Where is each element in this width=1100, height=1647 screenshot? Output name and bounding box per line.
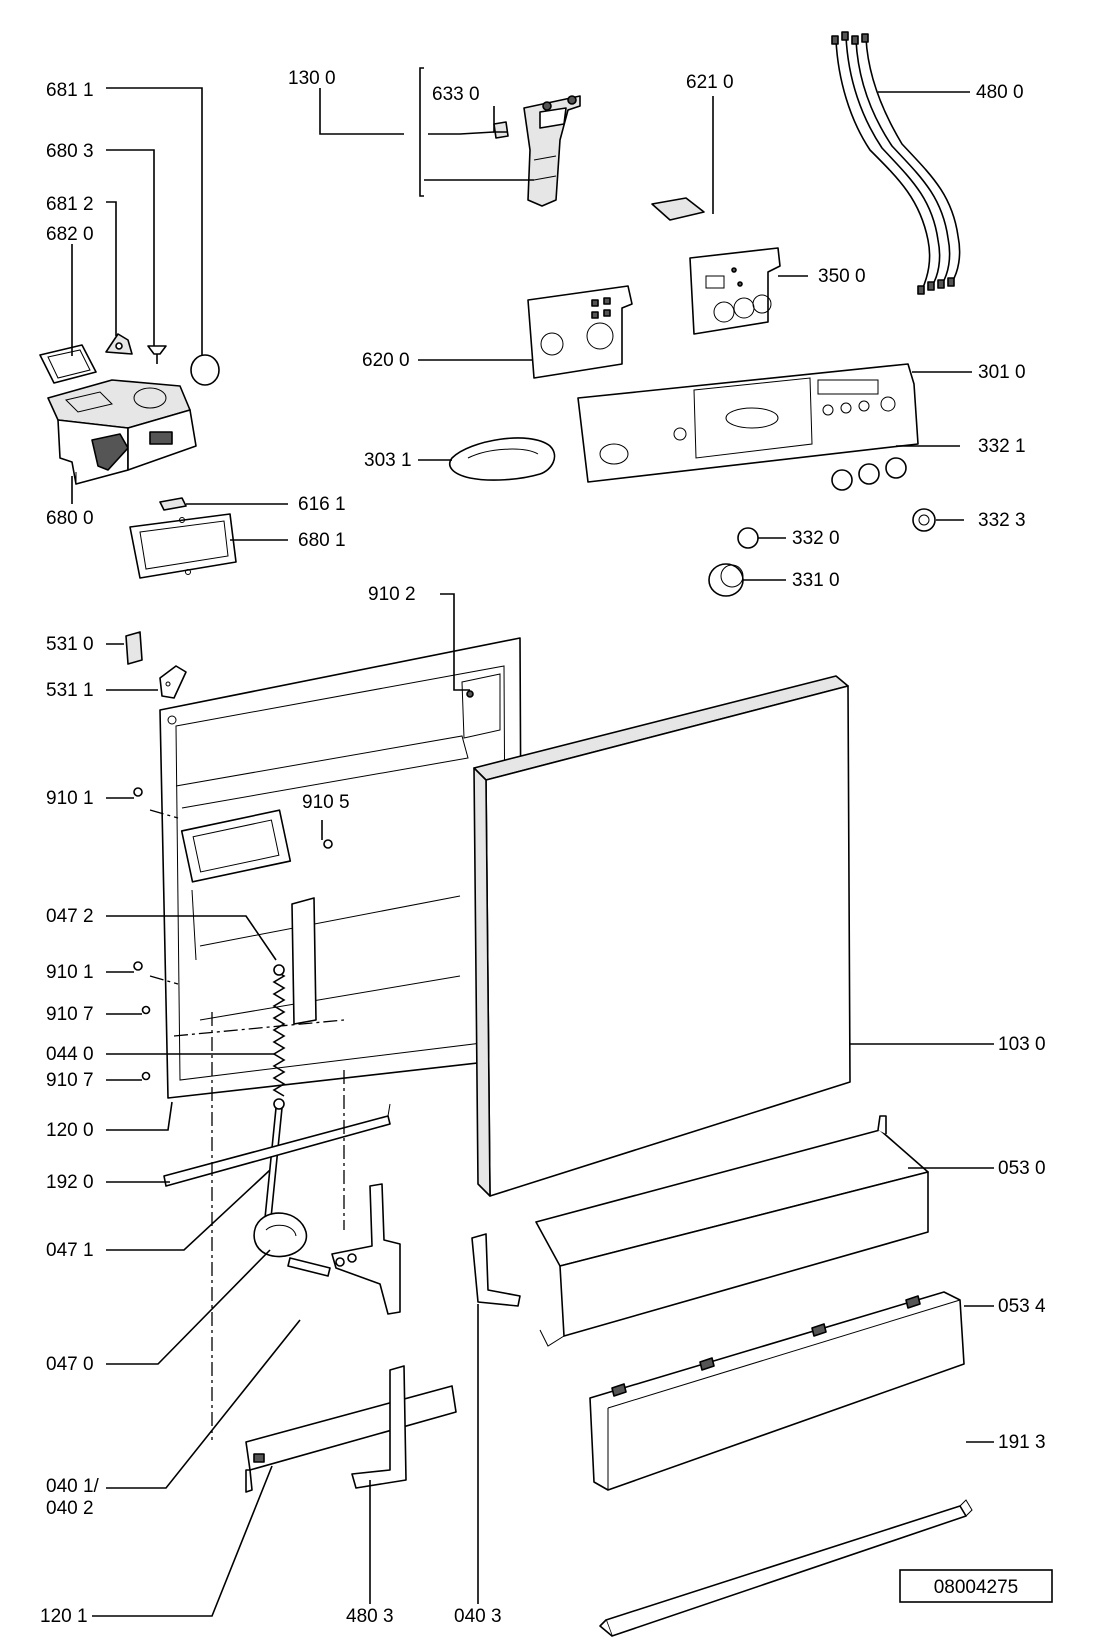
label-531-1: 531 1 [46,680,94,701]
part-331-0-knob [708,563,744,597]
label-301-0: 301 0 [978,362,1026,383]
part-681-2-lever [105,333,133,355]
label-053-0: 053 0 [998,1158,1046,1179]
label-910-7-bottom: 910 7 [46,1070,94,1091]
drawing-number-box: 08004275 [899,1569,1053,1603]
part-332-3-button [912,508,936,532]
label-910-1-top: 910 1 [46,788,94,809]
part-044-0-spring [272,964,286,1110]
label-680-1: 680 1 [298,530,346,551]
part-531-1-plate [159,665,187,699]
part-480-0-wiring-harness [831,31,961,295]
drawing-number: 08004275 [934,1577,1019,1598]
label-130-0: 130 0 [288,68,336,89]
label-040-1: 040 1/ [46,1476,100,1497]
part-681-1-round-cap [190,354,220,386]
label-350-0: 350 0 [818,266,866,287]
label-047-0: 047 0 [46,1354,94,1375]
label-332-3: 332 3 [978,510,1026,531]
part-047-1-rod [263,1107,283,1229]
part-047-0-hinge [253,1212,331,1277]
label-103-0: 103 0 [998,1034,1046,1055]
label-621-0: 621 0 [686,72,734,93]
part-192-0-seal-strip [163,1103,391,1187]
part-053-0-kick-panel [535,1115,929,1347]
label-616-1: 616 1 [298,494,346,515]
label-620-0: 620 0 [362,350,410,371]
part-120-0-inner-door [159,637,523,1099]
part-labels: 681 1 680 3 681 2 682 0 680 0 130 0 633 … [40,68,1046,1627]
label-120-0: 120 0 [46,1120,94,1141]
label-303-1: 303 1 [364,450,412,471]
label-332-0: 332 0 [792,528,840,549]
part-620-0-circuit-board [527,285,633,379]
label-681-2: 681 2 [46,194,94,215]
part-531-0-bracket [125,631,143,665]
label-910-2: 910 2 [368,584,416,605]
part-680-3-screw [147,345,167,364]
part-303-1-handle [448,437,556,481]
part-680-1-gasket [129,513,237,579]
part-621-0-module [651,197,705,221]
part-480-3-bracket [351,1365,407,1489]
part-680-0-dispenser [47,379,197,485]
part-350-0-circuit-board [689,247,781,335]
label-040-2: 040 2 [46,1498,94,1519]
label-531-0: 531 0 [46,634,94,655]
label-910-1-bottom: 910 1 [46,962,94,983]
label-044-0: 044 0 [46,1044,94,1065]
label-120-1: 120 1 [40,1606,88,1627]
part-053-4-cover [589,1291,965,1491]
label-680-3: 680 3 [46,141,94,162]
part-040-1-hinge-bracket [331,1183,401,1315]
part-120-1-plate [245,1385,457,1493]
label-910-5: 910 5 [302,792,350,813]
label-682-0: 682 0 [46,224,94,245]
label-191-3: 191 3 [998,1432,1046,1453]
leader-lines [71,67,994,1617]
label-192-0: 192 0 [46,1172,94,1193]
label-331-0: 331 0 [792,570,840,591]
part-332-0-button [737,527,759,549]
label-681-1: 681 1 [46,80,94,101]
label-480-0: 480 0 [976,82,1024,103]
label-910-7-top: 910 7 [46,1004,94,1025]
label-680-0: 680 0 [46,508,94,529]
label-053-4: 053 4 [998,1296,1046,1317]
part-130-0-door-latch [493,95,581,207]
label-633-0: 633 0 [432,84,480,105]
part-616-1-clip [159,497,187,511]
label-047-2: 047 2 [46,906,94,927]
part-301-0-control-panel [577,363,919,483]
part-103-0-outer-door [473,675,851,1197]
label-332-1: 332 1 [978,436,1026,457]
label-040-3: 040 3 [454,1606,502,1627]
label-047-1: 047 1 [46,1240,94,1261]
part-040-3-bracket [471,1233,521,1307]
part-332-1-buttons [831,457,907,491]
part-682-0-gasket [39,344,97,384]
label-480-3: 480 3 [346,1606,394,1627]
part-191-3-trim-strip [599,1499,973,1637]
